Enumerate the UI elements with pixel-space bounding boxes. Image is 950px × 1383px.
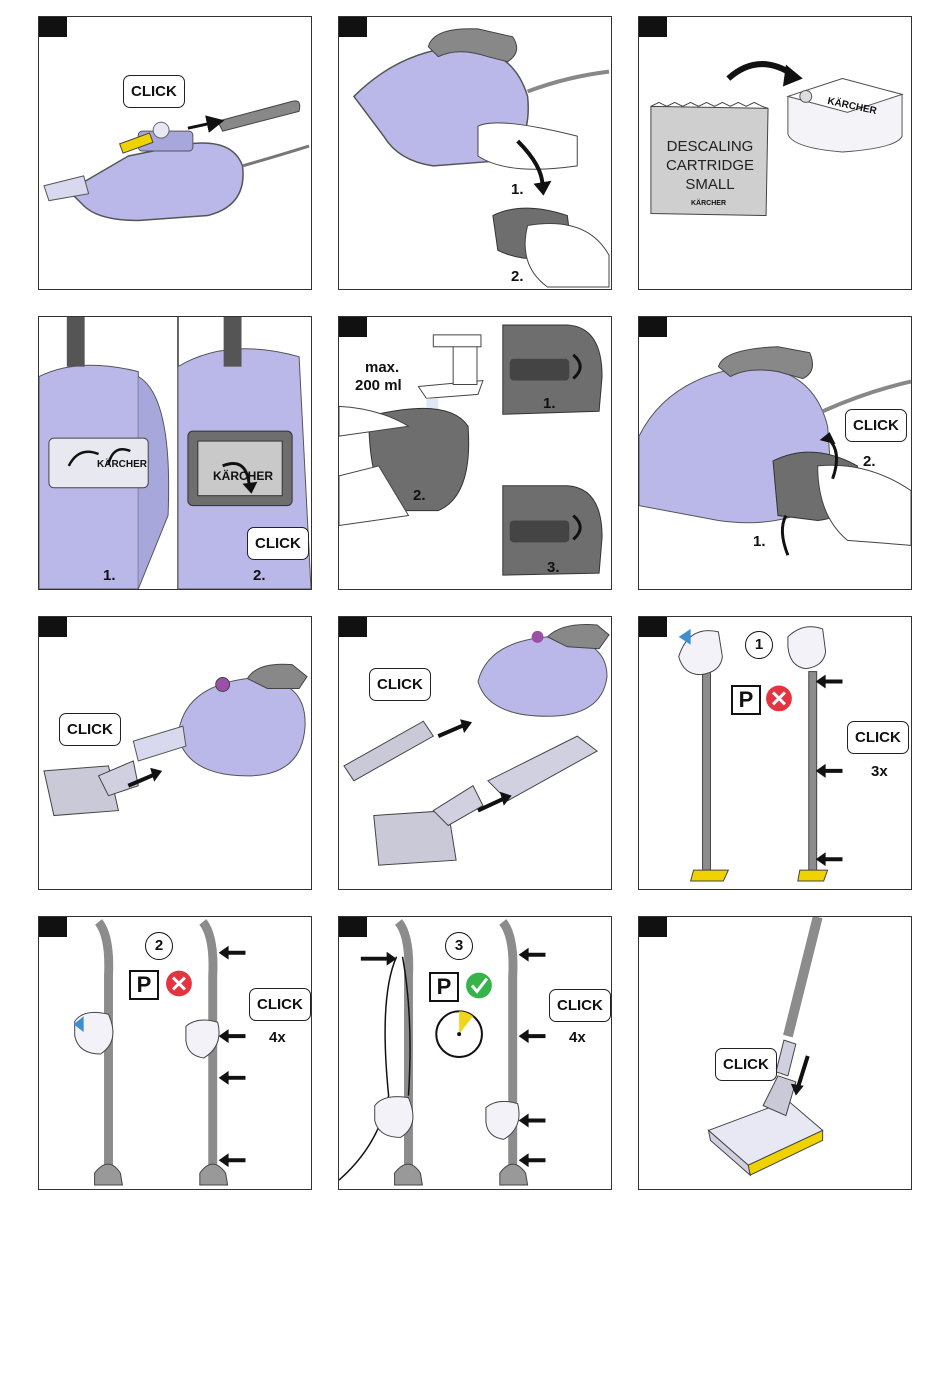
click-callout: CLICK bbox=[715, 1048, 777, 1081]
click-count: 3x bbox=[871, 763, 888, 780]
click-callout: CLICK bbox=[845, 409, 907, 442]
upright-device-illustration-2 bbox=[39, 917, 311, 1189]
click-count: 4x bbox=[569, 1029, 586, 1046]
cartridge-line-3: SMALL bbox=[653, 175, 767, 194]
step-2-label: 2. bbox=[511, 268, 524, 285]
panel-8-attach-extension: CLICK bbox=[338, 616, 612, 890]
panel-6-attach-tank: CLICK 2. 1. bbox=[638, 316, 912, 590]
steam-unit-illustration bbox=[39, 17, 311, 289]
upright-device-illustration-3 bbox=[339, 917, 611, 1189]
panel-11-parking-allowed: 3 P CLICK 4x bbox=[338, 916, 612, 1190]
panel-5-fill-water: max. 200 ml 1. 2. 3. bbox=[338, 316, 612, 590]
click-callout: CLICK bbox=[249, 988, 311, 1021]
hand-unit-nozzle-illustration bbox=[39, 617, 311, 889]
click-callout: CLICK bbox=[847, 721, 909, 754]
click-callout: CLICK bbox=[59, 713, 121, 746]
variant-number-2: 2 bbox=[145, 932, 173, 960]
click-count: 4x bbox=[269, 1029, 286, 1046]
variant-number-3: 3 bbox=[445, 932, 473, 960]
panel-10-parking-not-allowed: 2 P CLICK 4x bbox=[38, 916, 312, 1190]
click-callout: CLICK bbox=[247, 527, 309, 560]
panel-9-parking-not-allowed: 1 P CLICK 3x bbox=[638, 616, 912, 890]
tray-brand-left: KÄRCHER bbox=[97, 459, 147, 470]
panel-1-connect-hose: CLICK bbox=[38, 16, 312, 290]
step-1-label: 1. bbox=[103, 567, 116, 584]
variant-number-1: 1 bbox=[745, 631, 773, 659]
panel-3-descaling-cartridge: DESCALING CARTRIDGE SMALL KÄRCHER KÄRCHE… bbox=[638, 16, 912, 290]
step-2-label: 2. bbox=[253, 567, 266, 584]
step-1-label: 1. bbox=[511, 181, 524, 198]
max-label: max. bbox=[365, 359, 399, 376]
tray-brand-right: KÄRCHER bbox=[213, 469, 273, 483]
panel-2-remove-cover: 1. 2. bbox=[338, 16, 612, 290]
cartridge-brand: KÄRCHER bbox=[691, 200, 726, 207]
cartridge-line-2: CARTRIDGE bbox=[653, 156, 767, 175]
panel-4-insert-cartridge: KÄRCHER KÄRCHER CLICK 1. 2. bbox=[38, 316, 312, 590]
step-2-label: 2. bbox=[863, 453, 876, 470]
parking-icon: P bbox=[429, 972, 459, 1002]
click-callout: CLICK bbox=[123, 75, 185, 108]
cartridge-line-1: DESCALING bbox=[653, 137, 767, 156]
parking-icon: P bbox=[731, 685, 761, 715]
step-2-label: 2. bbox=[413, 487, 426, 504]
click-callout: CLICK bbox=[549, 989, 611, 1022]
parking-icon: P bbox=[129, 970, 159, 1000]
volume-label: 200 ml bbox=[355, 377, 402, 394]
cartridge-text: DESCALING CARTRIDGE SMALL bbox=[653, 137, 767, 194]
panel-7-attach-floor-nozzle: CLICK bbox=[38, 616, 312, 890]
click-callout: CLICK bbox=[369, 668, 431, 701]
remove-cover-illustration bbox=[339, 17, 611, 289]
extension-tube-illustration bbox=[339, 617, 611, 889]
step-1-label: 1. bbox=[753, 533, 766, 550]
step-1-label: 1. bbox=[543, 395, 556, 412]
step-3-label: 3. bbox=[547, 559, 560, 576]
panel-12-attach-floor-head: CLICK bbox=[638, 916, 912, 1190]
water-filling-illustration bbox=[339, 317, 611, 589]
